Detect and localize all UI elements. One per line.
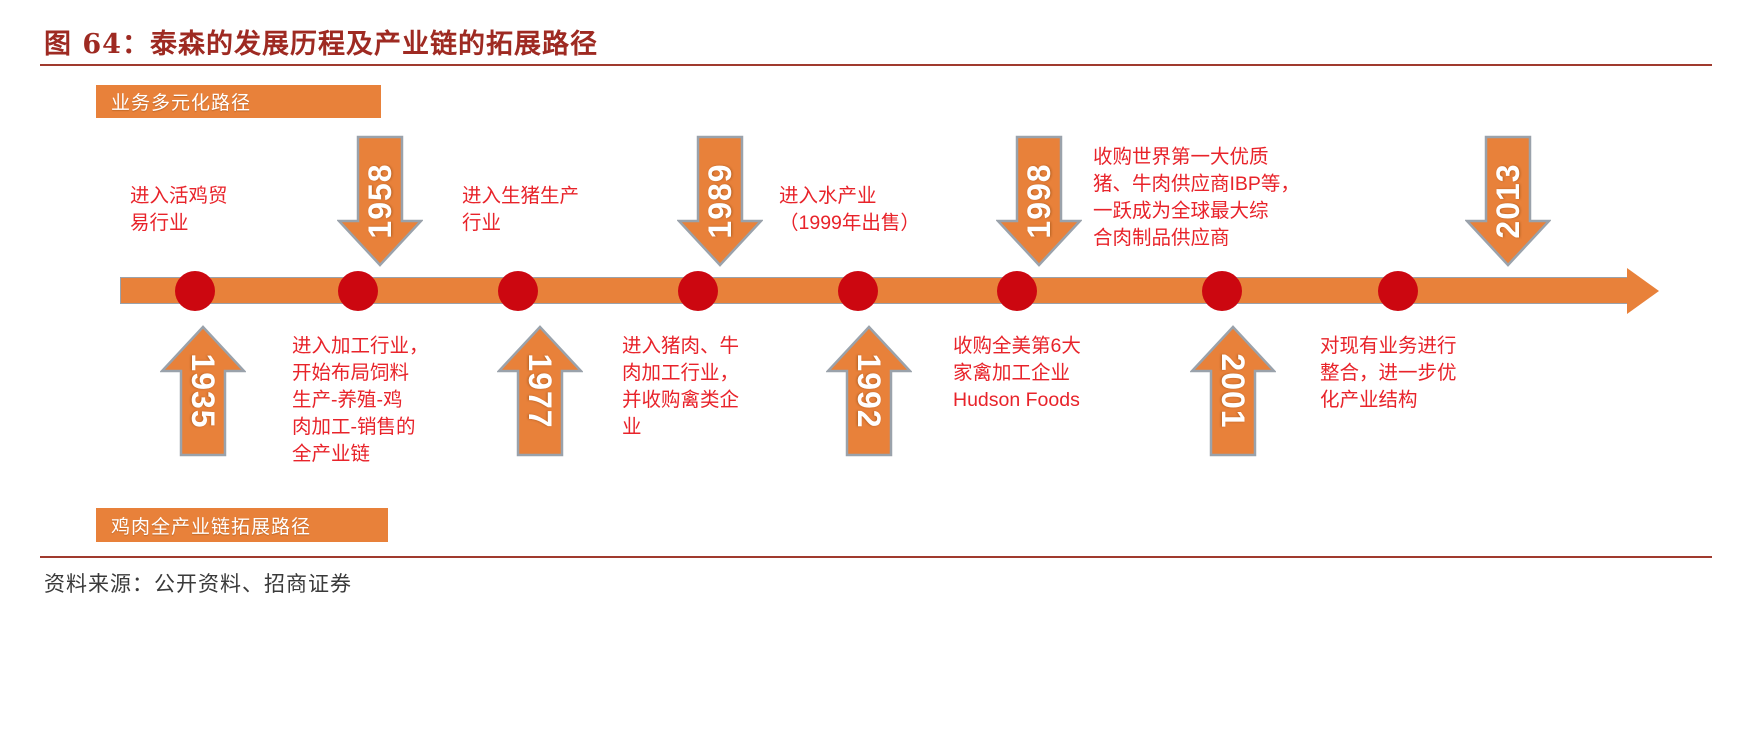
source-note: 资料来源：公开资料、招商证券 <box>44 572 352 596</box>
arrow-up-1992: 1992 <box>826 325 912 457</box>
arrow-up-2001: 2001 <box>1190 325 1276 457</box>
event-text-2001: 对现有业务进行 整合，进一步优 化产业结构 <box>1320 335 1457 411</box>
dot-1935 <box>175 271 215 311</box>
arrow-up-1935: 1935 <box>160 325 246 457</box>
dot-1977 <box>498 271 538 311</box>
title-divider <box>40 64 1712 66</box>
dot-2001 <box>1202 271 1242 311</box>
event-text-1992: 收购全美第6大 家禽加工企业 Hudson Foods <box>953 335 1081 411</box>
event-text-1958: 进入活鸡贸 易行业 <box>130 185 228 234</box>
arrow-down-1958: 1958 <box>337 135 423 267</box>
event-text-1935: 进入加工行业， 开始布局饲料 生产-养殖-鸡 肉加工-销售的 全产业链 <box>292 335 429 465</box>
dot-2013 <box>1378 271 1418 311</box>
page-title: 图 64：泰森的发展历程及产业链的拓展路径 <box>44 29 598 60</box>
dot-1998 <box>997 271 1037 311</box>
arrow-up-1977: 1977 <box>497 325 583 457</box>
arrow-down-1989: 1989 <box>677 135 763 267</box>
arrow-down-1998: 1998 <box>996 135 1082 267</box>
footer-divider <box>40 556 1712 558</box>
event-text-1989: 进入生猪生产 行业 <box>462 185 580 234</box>
dot-1958 <box>338 271 378 311</box>
timeline-arrow-head-icon <box>1627 268 1659 314</box>
dot-1992 <box>838 271 878 311</box>
label-chip-chicken-chain: 鸡肉全产业链拓展路径 <box>96 508 388 542</box>
arrow-down-2013: 2013 <box>1465 135 1551 267</box>
event-text-1977: 进入猪肉、牛 肉加工行业， 并收购禽类企 业 <box>622 335 740 438</box>
label-chip-diversification: 业务多元化路径 <box>96 85 381 118</box>
event-text-2013: 收购世界第一大优质 猪、牛肉供应商IBP等， 一跃成为全球最大综 合肉制品供应商 <box>1093 146 1300 249</box>
event-text-1998: 进入水产业 （1999年出售） <box>779 185 920 234</box>
dot-1989 <box>678 271 718 311</box>
